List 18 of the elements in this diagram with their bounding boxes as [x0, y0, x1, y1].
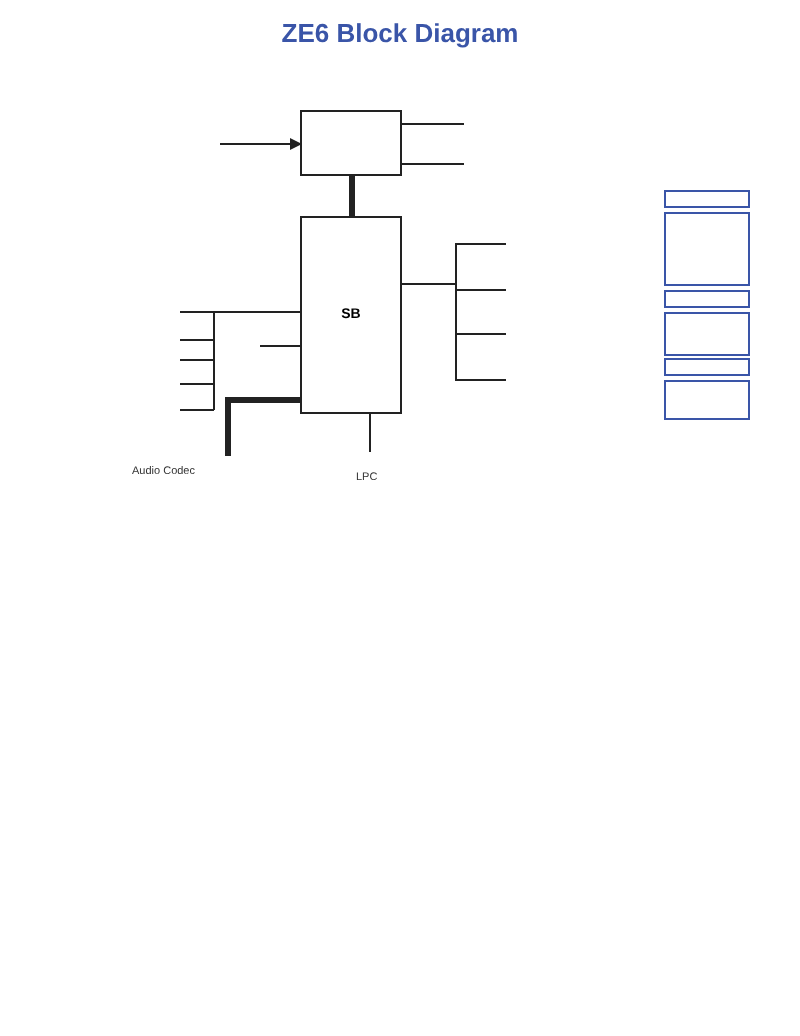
side-panel — [664, 212, 750, 286]
connector — [349, 176, 355, 216]
connector — [179, 311, 301, 313]
connector — [225, 397, 300, 456]
connector — [401, 283, 507, 381]
side-panel — [664, 312, 750, 356]
diagram-title: ZE6 Block Diagram — [279, 18, 521, 48]
connector — [219, 138, 302, 150]
connector — [401, 163, 465, 165]
connector — [369, 413, 371, 453]
connector — [259, 345, 301, 347]
side-panel — [664, 290, 750, 308]
side-panel — [664, 358, 750, 376]
connector — [401, 123, 465, 125]
chip-box — [300, 216, 402, 414]
side-panel — [664, 380, 750, 420]
hub-box — [300, 110, 402, 176]
side-panel — [664, 190, 750, 208]
